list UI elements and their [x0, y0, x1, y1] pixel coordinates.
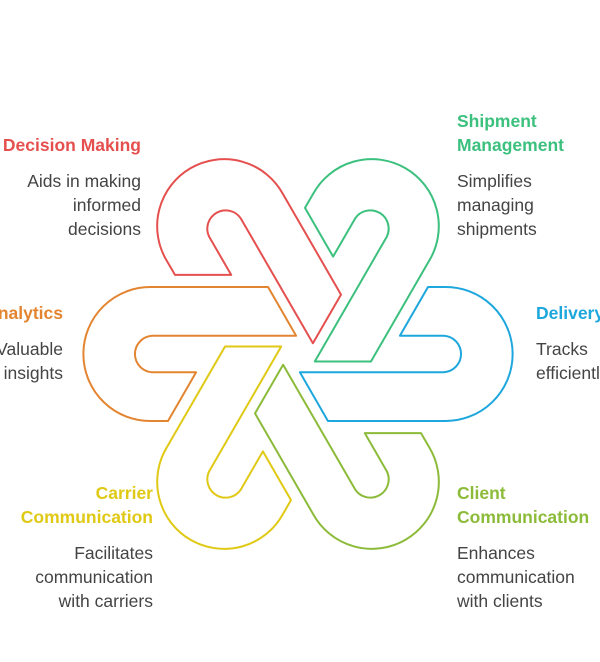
analytics-desc-1: Valuable [0, 339, 63, 359]
decision-making-title: Decision Making [2, 135, 141, 155]
client-title-2: Communication [457, 507, 590, 527]
shipment-management-block: Shipment Management Simplifies managing … [457, 109, 600, 241]
loop-client-communication [254, 363, 440, 550]
client-desc-3: with clients [457, 591, 543, 611]
loop-decision-making [156, 158, 342, 345]
carrier-desc-1: Facilitates [74, 543, 153, 563]
carrier-desc-3: with carriers [58, 591, 153, 611]
client-desc-2: communication [457, 567, 575, 587]
client-communication-block: Client Communication Enhances communicat… [457, 481, 600, 613]
shipment-desc-1: Simplifies [457, 171, 532, 191]
analytics-desc-2: insights [3, 363, 63, 383]
delivery-block: Delivery Tracks efficiently [536, 301, 600, 385]
decision-making-block: Decision Making Aids in making informed … [0, 133, 141, 241]
delivery-title: Delivery [536, 303, 600, 323]
loop-shipment-management [235, 133, 490, 387]
analytics-title: Analytics [0, 303, 63, 323]
loop-analytics [57, 218, 312, 472]
shipment-title-1: Shipment [457, 111, 537, 131]
client-title-1: Client [457, 483, 506, 503]
loop-delivery [284, 236, 539, 490]
carrier-title-2: Communication [20, 507, 153, 527]
analytics-block: Analytics Valuable insights [0, 301, 63, 385]
decision-desc-2: informed [72, 195, 141, 215]
decision-desc-3: decisions [68, 219, 141, 239]
carrier-desc-2: communication [35, 567, 153, 587]
carrier-title-1: Carrier [95, 483, 153, 503]
shipment-title-2: Management [457, 135, 564, 155]
decision-desc-1: Aids in making [27, 171, 141, 191]
shipment-desc-3: shipments [457, 219, 537, 239]
delivery-desc-1: Tracks [536, 339, 588, 359]
carrier-communication-block: Carrier Communication Facilitates commun… [0, 481, 153, 613]
delivery-desc-2: efficiently [536, 363, 600, 383]
shipment-desc-2: managing [457, 195, 534, 215]
client-desc-1: Enhances [457, 543, 535, 563]
